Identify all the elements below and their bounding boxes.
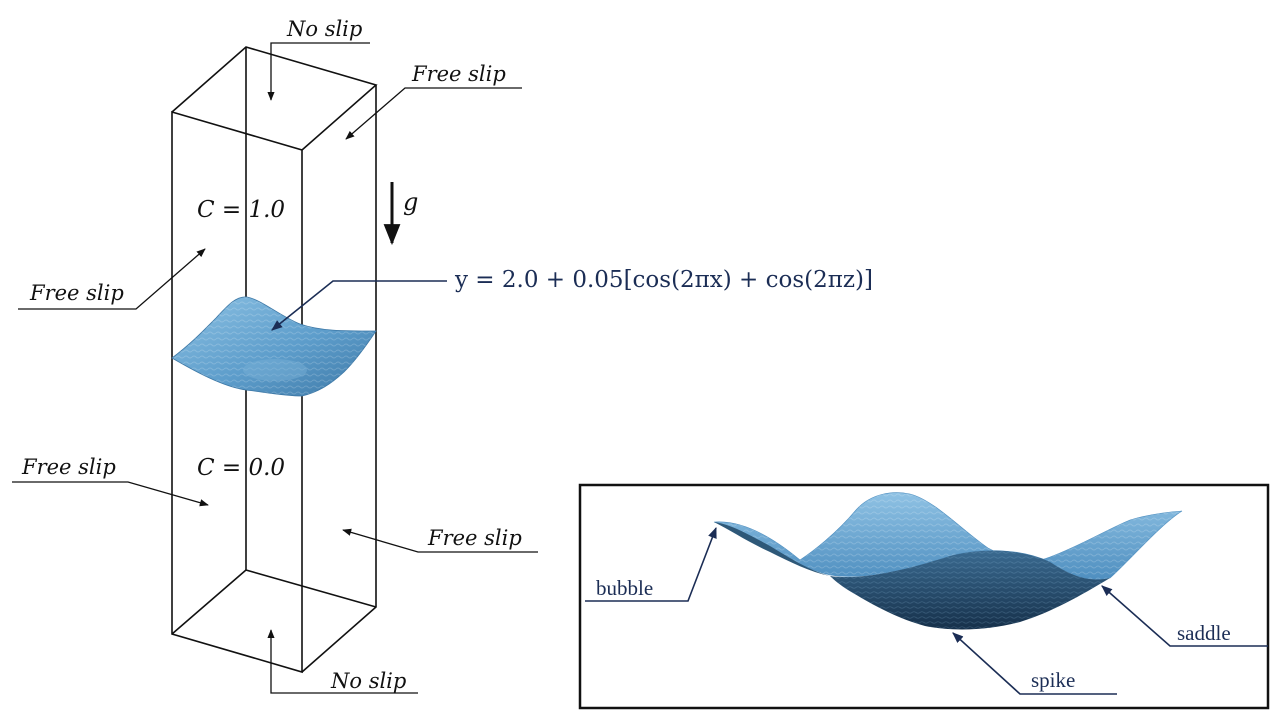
bubble-leader	[585, 526, 717, 602]
saddle-leader	[1101, 585, 1268, 647]
bottom-boundary-annotation: No slip	[267, 629, 418, 694]
domain-box	[171, 46, 378, 674]
right-top-boundary-annotation: Free slip	[345, 62, 522, 140]
interface-surface	[171, 296, 377, 397]
box-top-edges	[171, 46, 378, 151]
box-bottom-back-edge	[171, 569, 247, 635]
gravity-symbol: g	[403, 188, 418, 216]
right-lower-boundary-annotation: Free slip	[342, 526, 538, 553]
bubble-label: bubble	[596, 576, 653, 600]
left-upper-boundary-label: Free slip	[29, 281, 124, 305]
interface-equation-annotation: y = 2.0 + 0.05[cos(2πx) + cos(2πz)]	[271, 267, 873, 331]
left-lower-boundary-annotation: Free slip	[12, 455, 209, 507]
spike-label: spike	[1031, 668, 1075, 692]
top-boundary-annotation: No slip	[267, 17, 370, 101]
right-lower-boundary-label: Free slip	[427, 526, 522, 550]
lower-concentration-label: C = 0.0	[197, 455, 285, 481]
right-top-boundary-label: Free slip	[411, 62, 506, 86]
interface-equation: y = 2.0 + 0.05[cos(2πx) + cos(2πz)]	[454, 267, 873, 293]
inset-surface-left-edge	[714, 522, 830, 576]
top-boundary-label: No slip	[286, 17, 362, 41]
left-lower-boundary-label: Free slip	[21, 455, 116, 479]
inset-panel: bubble spike saddle	[578, 483, 1270, 710]
saddle-label: saddle	[1177, 621, 1231, 645]
left-upper-boundary-annotation: Free slip	[18, 248, 206, 310]
spike-leader	[952, 632, 1117, 695]
bottom-boundary-label: No slip	[330, 669, 406, 693]
upper-concentration-label: C = 1.0	[197, 197, 285, 223]
gravity-indicator: g	[383, 182, 418, 246]
